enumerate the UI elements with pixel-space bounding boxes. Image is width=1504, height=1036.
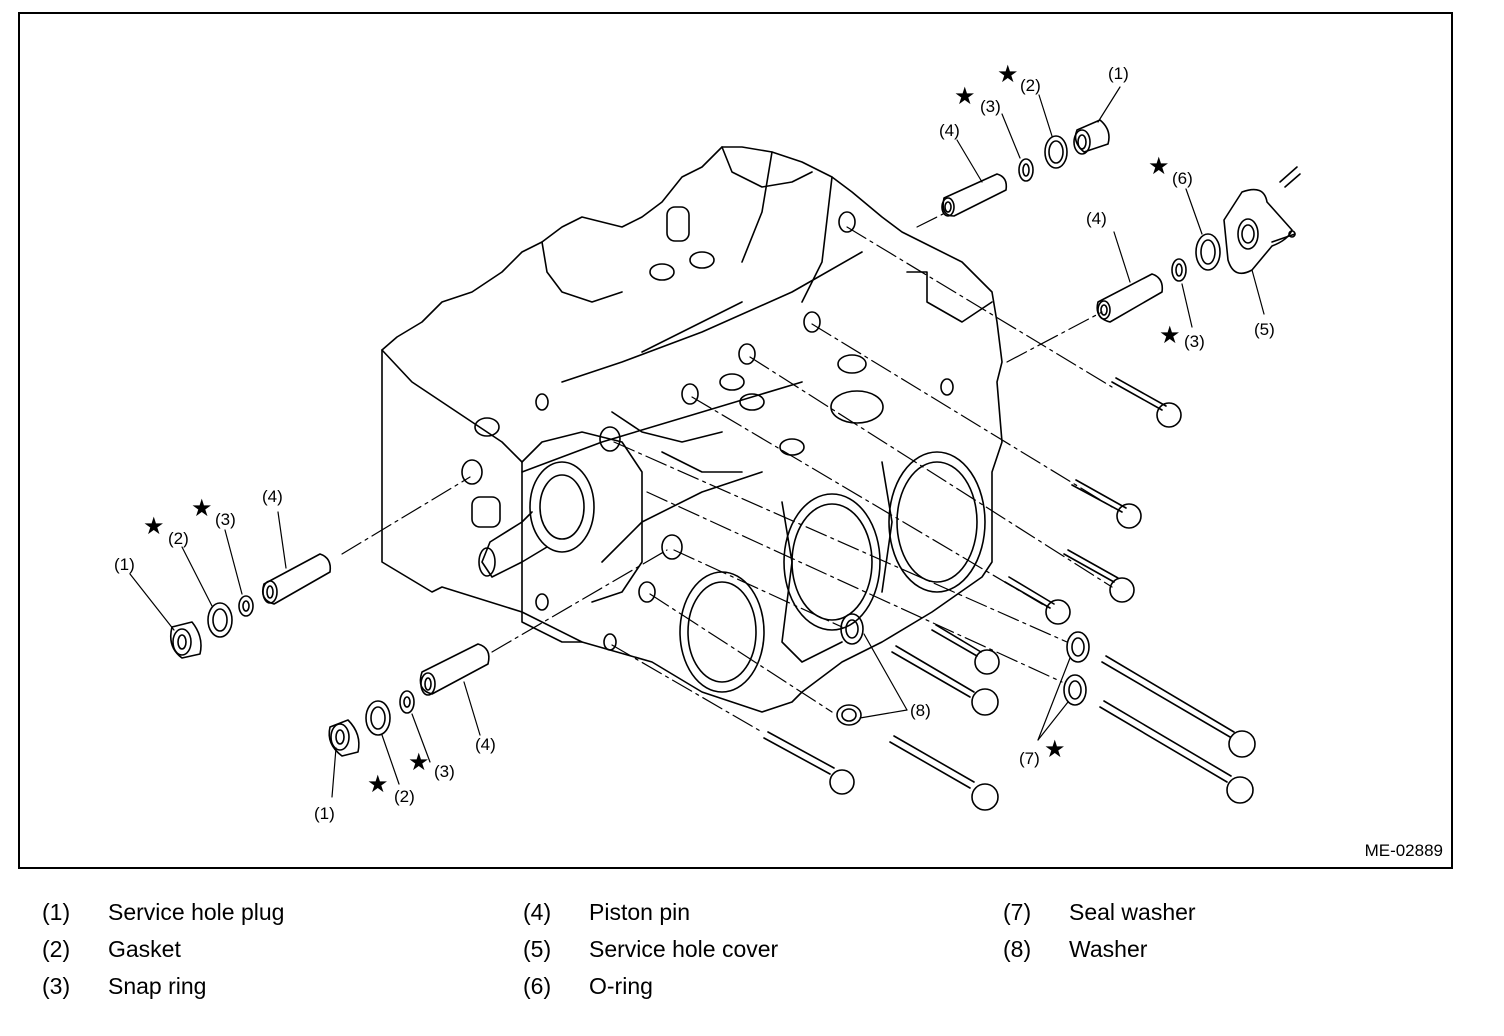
legend-number: (6) xyxy=(523,973,552,999)
legend-label: Service hole plug xyxy=(108,899,285,925)
star-icon: ★ xyxy=(408,749,430,776)
bolts xyxy=(763,377,1256,811)
callout-2-bottom: (2) xyxy=(394,787,415,806)
legend-number: (2) xyxy=(42,936,71,962)
callout-4-right: (4) xyxy=(1086,209,1107,228)
callout-1-top: (1) xyxy=(1108,64,1129,83)
legend-label: Gasket xyxy=(108,936,181,962)
star-icon: ★ xyxy=(997,61,1019,88)
callout-8: (8) xyxy=(910,701,931,720)
legend-number: (8) xyxy=(1003,936,1032,962)
piston-pin-group-left xyxy=(169,553,332,659)
legend-number: (3) xyxy=(42,973,71,999)
washers xyxy=(836,613,1090,726)
star-icon: ★ xyxy=(1148,153,1170,180)
legend-number: (5) xyxy=(523,936,552,962)
star-symbols: ★ ★ ★ ★ ★ ★ ★ ★ ★ xyxy=(143,61,1181,798)
piston-pin-group-right xyxy=(1096,166,1301,323)
legend-label: Service hole cover xyxy=(589,936,779,962)
legend-number: (1) xyxy=(42,899,71,925)
callout-4-top: (4) xyxy=(939,121,960,140)
legend-label: Washer xyxy=(1069,936,1148,962)
callout-3-bottom: (3) xyxy=(434,762,455,781)
cylinder-block xyxy=(381,146,1003,713)
callout-3-top: (3) xyxy=(980,97,1001,116)
callout-2-top: (2) xyxy=(1020,76,1041,95)
callout-3-right: (3) xyxy=(1184,332,1205,351)
piston-pin-group-top xyxy=(941,119,1110,217)
callout-1-left: (1) xyxy=(114,555,135,574)
assembly-axis-lines xyxy=(341,211,1113,733)
callout-4-left: (4) xyxy=(262,487,283,506)
legend-label: Snap ring xyxy=(108,973,207,999)
star-icon: ★ xyxy=(1159,322,1181,349)
star-icon: ★ xyxy=(191,495,213,522)
callout-1-bottom: (1) xyxy=(314,804,335,823)
legend-number: (4) xyxy=(523,899,552,925)
callout-7: (7) xyxy=(1019,749,1040,768)
star-icon: ★ xyxy=(367,771,389,798)
piston-pin-group-bottom xyxy=(328,643,490,757)
parts-legend: (1) Service hole plug (2) Gasket (3) Sna… xyxy=(0,893,1504,1023)
leader-lines xyxy=(129,86,1265,798)
figure-id: ME-02889 xyxy=(1364,841,1443,860)
engine-block-exploded-diagram: (1) (2) (3) (4) (6) (4) (3) (5) (4) (3) … xyxy=(114,61,1301,823)
callout-3-left: (3) xyxy=(215,510,236,529)
callout-5-right: (5) xyxy=(1254,320,1275,339)
legend-number: (7) xyxy=(1003,899,1032,925)
star-icon: ★ xyxy=(954,83,976,110)
callout-6-right: (6) xyxy=(1172,169,1193,188)
legend-label: Seal washer xyxy=(1069,899,1196,925)
callout-4-bottom: (4) xyxy=(475,735,496,754)
legend-label: O-ring xyxy=(589,973,653,999)
star-icon: ★ xyxy=(143,513,165,540)
callout-labels: (1) (2) (3) (4) (6) (4) (3) (5) (4) (3) … xyxy=(114,64,1275,823)
callout-2-left: (2) xyxy=(168,529,189,548)
star-icon: ★ xyxy=(1044,736,1066,763)
figure-frame: (1) (2) (3) (4) (6) (4) (3) (5) (4) (3) … xyxy=(18,12,1453,869)
legend-label: Piston pin xyxy=(589,899,691,925)
